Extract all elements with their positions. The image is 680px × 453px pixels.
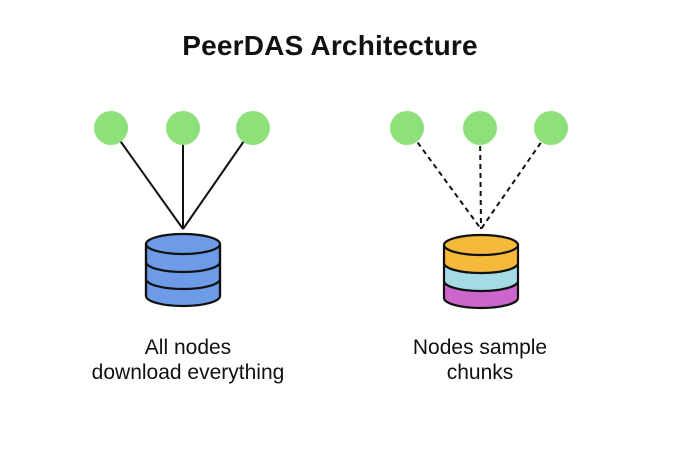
right-node-2 (463, 111, 497, 145)
right-link-3 (480, 127, 552, 230)
right-node-1 (390, 111, 424, 145)
diagram-title: PeerDAS Architecture (182, 30, 478, 61)
left-node-2 (166, 111, 200, 145)
right-caption-line-1: Nodes sample (412, 336, 548, 359)
right-nodes (390, 111, 568, 145)
left-node-3 (236, 111, 270, 145)
right-database-icon (442, 233, 520, 310)
left-node-1 (94, 111, 128, 145)
left-database-icon (144, 232, 222, 308)
right-links (406, 127, 552, 230)
right-link-1 (406, 127, 482, 230)
left-link-1 (110, 127, 184, 230)
left-caption: All nodes download everything (58, 335, 318, 385)
right-node-3 (534, 111, 568, 145)
left-caption-line-1: All nodes (144, 336, 232, 359)
right-caption: Nodes sample chunks (350, 335, 610, 385)
left-caption-line-2: download everything (91, 361, 285, 384)
right-caption-line-2: chunks (446, 361, 514, 384)
left-nodes (94, 111, 270, 145)
right-link-2 (479, 127, 482, 230)
left-link-3 (182, 127, 254, 230)
